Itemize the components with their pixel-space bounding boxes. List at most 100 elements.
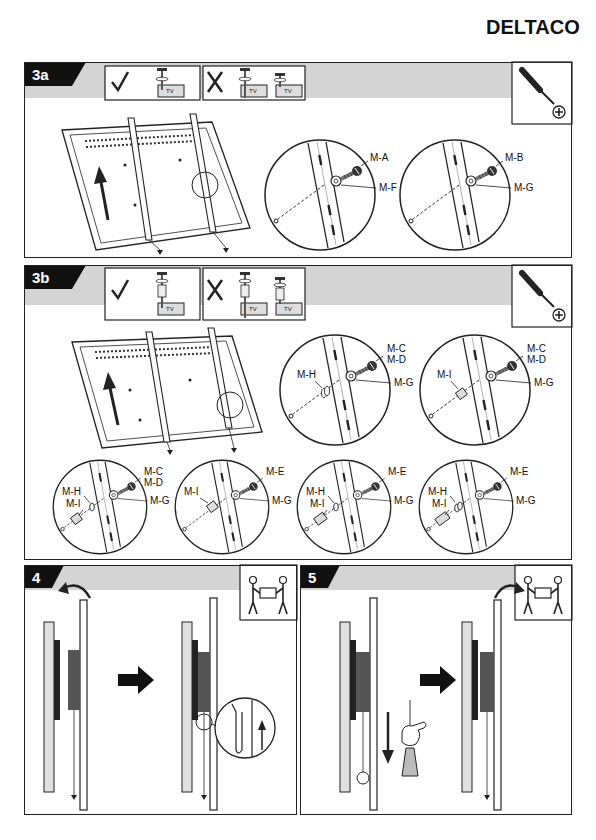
part-label: M-C xyxy=(527,344,546,354)
tv-back xyxy=(134,204,137,207)
screw-icon xyxy=(112,72,128,90)
wall-mount-scene xyxy=(340,622,350,792)
spacer xyxy=(90,503,95,511)
part-label: M-G xyxy=(272,496,291,506)
screw-icon xyxy=(112,280,128,298)
screw-icon xyxy=(203,268,305,320)
wall-mount-scene xyxy=(54,640,60,720)
part-label: M-I xyxy=(432,499,446,509)
wall-mount-scene xyxy=(80,600,87,810)
tv-mark: TV xyxy=(166,88,174,94)
wall-mount-scene xyxy=(420,666,456,694)
screw-icon xyxy=(105,66,305,100)
wall-mount-scene xyxy=(514,582,525,594)
screw-icon xyxy=(274,283,286,287)
wall-mount-scene xyxy=(387,712,390,752)
part-label: M-H xyxy=(306,487,325,497)
tv-back xyxy=(103,372,116,390)
part-label: M-D xyxy=(527,355,546,365)
wall-mount-scene xyxy=(44,622,54,792)
screw-icon xyxy=(239,77,251,81)
spacer xyxy=(323,496,334,515)
spacer xyxy=(79,496,90,515)
screw-icon xyxy=(240,68,250,71)
detail-callout xyxy=(400,140,511,250)
part-label: M-E xyxy=(388,467,406,477)
tv-mark: TV xyxy=(284,88,292,94)
wall-mount-scene xyxy=(402,722,426,746)
tv-mark: TV xyxy=(284,306,292,312)
step-panel: 5 xyxy=(300,565,572,815)
header-band xyxy=(24,62,572,590)
screw-icon xyxy=(208,72,222,92)
screw-icon xyxy=(203,66,305,100)
tv-back xyxy=(223,248,229,253)
tv-back xyxy=(146,332,170,442)
tv-back xyxy=(70,128,242,243)
spacer xyxy=(315,381,330,398)
wall-mount-scene xyxy=(261,728,263,750)
screw-icon xyxy=(156,77,168,81)
part-label: M-G xyxy=(514,183,533,193)
tv-back xyxy=(62,122,250,250)
part-label: M-H xyxy=(297,370,316,380)
tv-back xyxy=(139,419,142,422)
wall-mount-scene xyxy=(196,714,212,730)
tv-back xyxy=(189,379,192,382)
tv-back xyxy=(157,250,163,255)
wall-mount-scene xyxy=(44,582,275,810)
tool-icon xyxy=(524,577,562,615)
tv-mark: TV xyxy=(249,88,257,94)
part-label: M-C xyxy=(387,344,406,354)
tool-icon xyxy=(522,70,565,118)
wall-mount-scene xyxy=(204,712,205,795)
spacer xyxy=(334,503,339,511)
detail-callout xyxy=(280,335,391,445)
wall-mount-scene xyxy=(484,795,490,800)
spacer xyxy=(314,512,328,525)
spacer xyxy=(451,381,458,389)
screw-icon xyxy=(158,285,166,297)
tv-mark: TV xyxy=(249,306,257,312)
spacer xyxy=(200,498,208,503)
tool-icon xyxy=(240,565,297,620)
tool-icon xyxy=(512,265,572,327)
spacer xyxy=(70,513,82,525)
tool-icon xyxy=(240,62,572,620)
spacer xyxy=(455,388,467,400)
part-label: M-A xyxy=(370,153,388,163)
tv-back xyxy=(179,159,182,162)
header-band xyxy=(24,62,86,86)
wall-mount-scene xyxy=(192,640,198,720)
wall-mount-scene xyxy=(58,582,69,594)
tv-back xyxy=(190,114,216,232)
part-label: M-G xyxy=(150,496,169,506)
screw-icon xyxy=(275,73,285,76)
tv-back xyxy=(167,450,173,455)
tv-back xyxy=(101,182,108,220)
part-label: M-I xyxy=(184,487,198,497)
header-band xyxy=(300,565,340,588)
tool-icon xyxy=(522,273,565,321)
tool-icon xyxy=(512,62,572,124)
tv-back xyxy=(167,428,234,450)
wall-mount-scene xyxy=(232,700,252,757)
tool-icon xyxy=(515,565,572,620)
screw-icon xyxy=(240,272,250,275)
part-label: M-H xyxy=(62,487,81,497)
part-label: M-G xyxy=(534,378,553,388)
tv-back xyxy=(124,164,127,167)
wall-mount-scene xyxy=(118,666,154,694)
screw-icon xyxy=(276,288,284,300)
tv-back xyxy=(85,135,196,147)
wall-mount-scene xyxy=(340,582,525,810)
wall-mount-scene xyxy=(402,748,418,776)
step-number: 4 xyxy=(32,570,40,585)
wall-mount-scene xyxy=(494,600,501,810)
screw-icon xyxy=(105,268,305,320)
step-panel: 4 xyxy=(24,565,297,815)
wall-mount-scene xyxy=(363,712,364,772)
wall-mount-scene xyxy=(68,650,80,710)
